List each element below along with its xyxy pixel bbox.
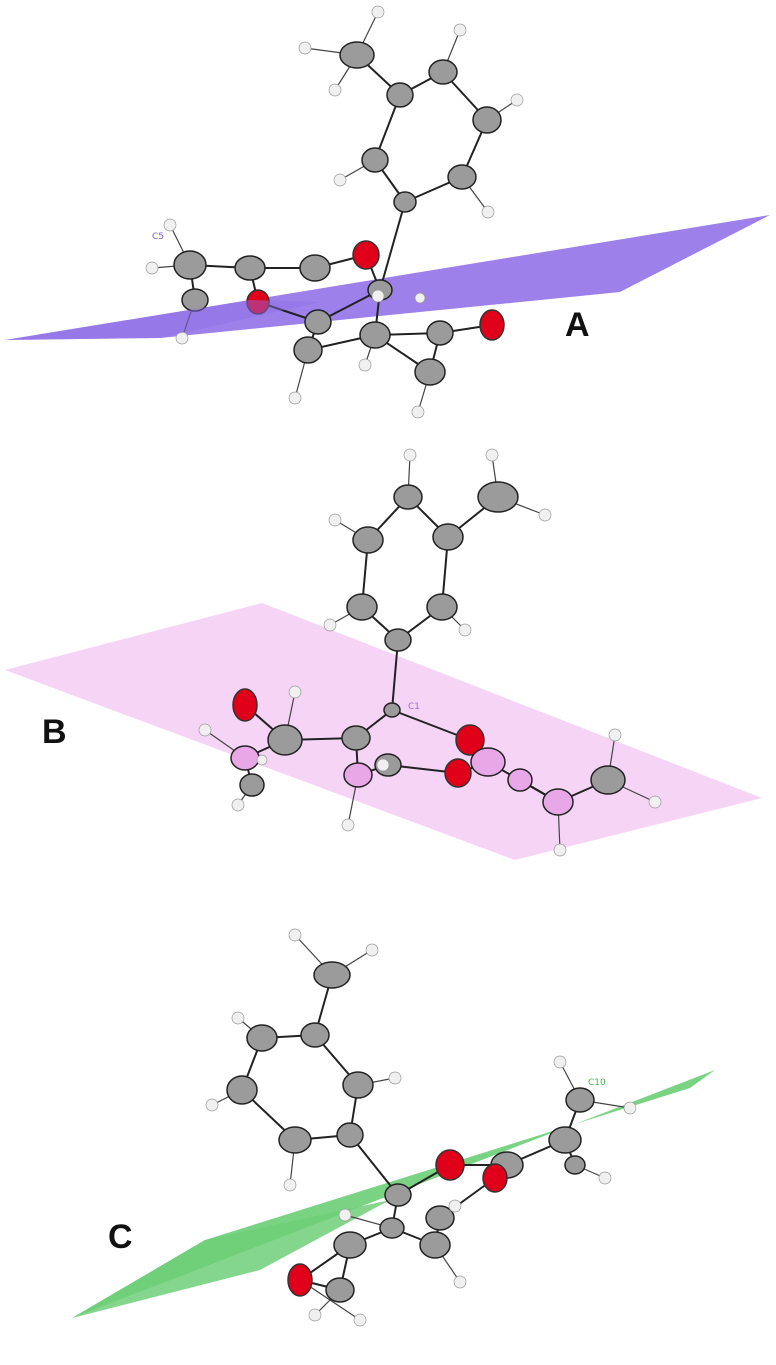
molecule-b-drawing: [5, 448, 762, 860]
molecule-a-drawing: [5, 5, 770, 419]
mean-plane-c-lower: [72, 1200, 390, 1318]
panel-b: C1 B: [0, 440, 776, 880]
mean-plane-a: [5, 215, 770, 340]
panel-c: C10 C: [0, 900, 776, 1365]
hydrogens-b: [198, 448, 662, 857]
atom-label-c: C10: [588, 1078, 606, 1088]
atom-label-a: C5: [152, 232, 165, 242]
hydrogens-a: [145, 5, 524, 419]
atom-label-b: C1: [408, 702, 421, 712]
h-bonds-a: [151, 11, 518, 413]
panel-label-a: A: [565, 306, 590, 344]
mean-plane-a-front: [5, 300, 320, 340]
atoms-c: [226, 961, 595, 1303]
molecule-c-drawing: [72, 928, 715, 1327]
hydrogens-c: [205, 928, 637, 1327]
mean-plane-b: [5, 603, 762, 860]
panel-label-b: B: [42, 713, 67, 751]
panel-label-c: C: [108, 1218, 133, 1256]
panel-a: C5 A: [0, 0, 776, 440]
